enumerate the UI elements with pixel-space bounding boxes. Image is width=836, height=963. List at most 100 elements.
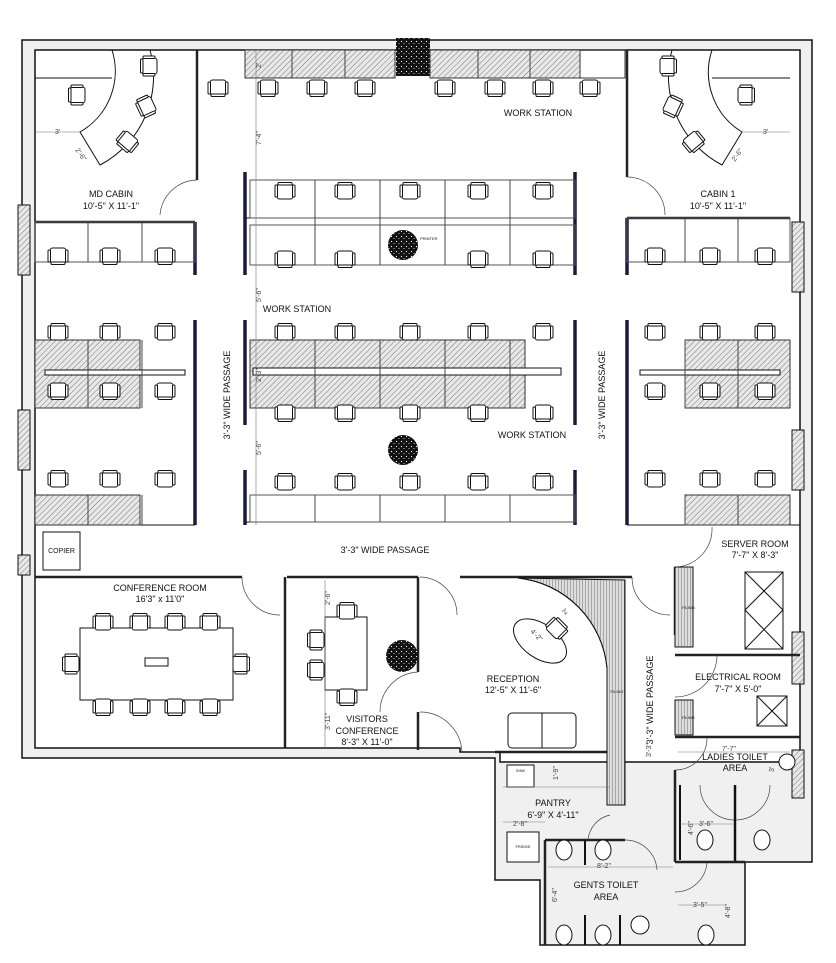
chair-icon <box>336 602 358 620</box>
chair-icon <box>307 659 325 681</box>
fridge-label: FRIDGE <box>515 844 530 849</box>
chair-icon <box>154 247 176 265</box>
chair-icon <box>754 382 776 400</box>
copier-label: COPIER <box>48 548 75 555</box>
work-station-label: WORK STATION <box>504 108 572 118</box>
fridge <box>506 831 540 863</box>
chair-icon <box>467 404 489 422</box>
dimension: 8'-2" <box>597 863 611 870</box>
dimension: 2'-8" <box>513 821 527 828</box>
visitors-table <box>324 616 368 691</box>
chair-icon <box>336 688 358 706</box>
window <box>791 631 805 685</box>
visitors-size: 8'-3" X 11'-0" <box>341 737 392 747</box>
dimension: 3'-5" <box>693 902 707 909</box>
visitors-name: VISITORS <box>346 714 388 724</box>
chair-icon <box>699 323 721 341</box>
chair-icon <box>307 629 325 651</box>
dimension-annotations: 3' 2'-6" 3' 2'-6" 2' 7'-4" 5'-6" 2'-3" 5… <box>35 50 790 918</box>
conference-table-port <box>144 657 169 667</box>
dimension: 2'-6" <box>325 591 332 605</box>
dimension: 3' <box>769 767 776 772</box>
chair-icon <box>274 323 296 341</box>
chair-icon <box>334 473 356 491</box>
chair-icon <box>532 182 554 200</box>
toilet-icon <box>594 924 612 946</box>
chair-icon <box>62 653 80 675</box>
md-cabin-desk <box>35 49 155 166</box>
passage-label: 3'-3" WIDE PASSAGE <box>222 351 232 440</box>
conference-name: CONFERENCE ROOM <box>113 583 207 593</box>
pantry-size: 6'-9" X 4'-11" <box>527 810 578 820</box>
chair-icon <box>306 79 328 97</box>
chair-icon <box>682 130 706 153</box>
toilet-icon <box>555 924 573 946</box>
desk-dividers <box>87 50 739 525</box>
chairs <box>47 55 776 716</box>
chair-icon <box>140 55 158 77</box>
chair-icon <box>115 130 139 153</box>
chair-icon <box>129 613 151 631</box>
md-cabin-name: MD CABIN <box>89 189 133 199</box>
reception-size: 12'-5" X 11'-6" <box>485 685 541 695</box>
chair-icon <box>274 182 296 200</box>
chair-icon <box>334 323 356 341</box>
passage-label: 3'-3" WIDE PASSAGE <box>597 351 607 440</box>
doors <box>159 176 771 893</box>
dimension: 7'-4" <box>256 131 263 145</box>
chair-icon <box>644 323 666 341</box>
reception-counter: FILING <box>507 577 626 806</box>
ladies-toilet-name: LADIES TOILET <box>702 752 768 762</box>
chair-icon <box>274 404 296 422</box>
dimension: 5'-6" <box>256 288 263 302</box>
chair-icon <box>334 182 356 200</box>
window <box>17 204 31 276</box>
chair-icon <box>467 182 489 200</box>
chair-icon <box>135 94 157 119</box>
cabin-1-name: CABIN 1 <box>700 189 735 199</box>
window <box>791 429 805 491</box>
window <box>17 409 31 471</box>
gents-toilet-name: AREA <box>594 892 619 902</box>
passage-label: 3'-3" WIDE PASSAGE <box>341 545 430 555</box>
dimension: 6'-4" <box>552 888 559 902</box>
chair-icon <box>699 382 721 400</box>
chair-icon <box>354 79 376 97</box>
chair-icon <box>644 470 666 488</box>
chair-icon <box>754 247 776 265</box>
chair-icon <box>232 653 250 675</box>
chair-icon <box>532 473 554 491</box>
wash-basin <box>778 753 796 771</box>
chair-icon <box>274 473 296 491</box>
dimension: 4'-6" <box>688 821 695 835</box>
chair-icon <box>399 182 421 200</box>
visitors-name: CONFERENCE <box>335 726 398 736</box>
chair-icon <box>164 698 186 716</box>
cabin-1-desk <box>667 49 790 166</box>
chair-icon <box>659 55 677 77</box>
dimension: 3'-11" <box>325 712 332 730</box>
server-room-size: 7'-7" X 8'-3" <box>732 550 779 560</box>
chair-icon <box>579 79 601 97</box>
window <box>17 554 31 576</box>
chair-icon <box>334 250 356 268</box>
plant-icon <box>386 640 418 672</box>
dimension: 2'-6" <box>73 147 87 163</box>
chair-icon <box>257 79 279 97</box>
dimension: 2'-3" <box>256 368 263 382</box>
chair-icon <box>199 698 221 716</box>
chair-icon <box>207 79 229 97</box>
dimension: 2' <box>256 63 263 68</box>
printer-icon <box>388 230 418 260</box>
chair-icon <box>532 79 554 97</box>
dimension: 1'-9" <box>553 766 560 780</box>
chair-icon <box>699 247 721 265</box>
passage-label: 3'-3" WIDE PASSAGE <box>645 656 655 745</box>
dimension: 3' <box>763 129 768 136</box>
toilet-icon <box>753 829 771 851</box>
chair-icon <box>662 94 684 119</box>
cabin-1-size: 10'-5" X 11'-1" <box>690 201 746 211</box>
chair-icon <box>737 84 755 106</box>
dimension: 5'-6" <box>256 441 263 455</box>
